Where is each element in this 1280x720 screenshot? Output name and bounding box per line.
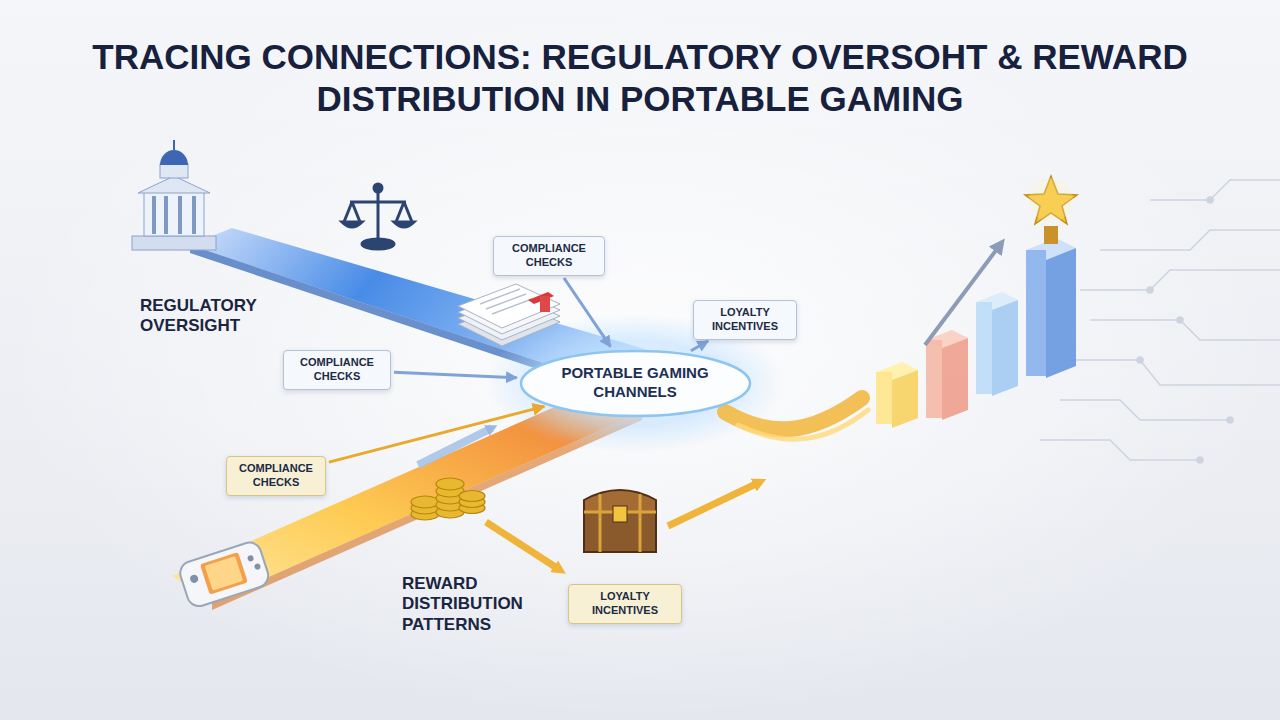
handheld-console bbox=[189, 574, 199, 584]
handheld-console bbox=[247, 555, 255, 563]
handheld-console bbox=[205, 556, 243, 591]
connector-arrow bbox=[394, 372, 517, 377]
justice-scales bbox=[350, 201, 406, 204]
handheld-console bbox=[177, 539, 271, 609]
bar-chart bbox=[926, 340, 942, 418]
circuit-lines bbox=[1060, 400, 1230, 420]
circuit-lines bbox=[1090, 320, 1280, 340]
justice-scales bbox=[344, 202, 352, 222]
treasure-chest bbox=[613, 506, 627, 522]
box-text: COMPLIANCE CHECKS bbox=[290, 356, 384, 384]
coin-stacks bbox=[411, 496, 439, 508]
hub-ellipse: PORTABLE GAMING CHANNELS bbox=[519, 349, 752, 418]
justice-scales bbox=[342, 184, 414, 249]
document-stack bbox=[486, 294, 526, 309]
flow-arrows bbox=[668, 482, 760, 526]
bar-chart bbox=[976, 302, 992, 394]
diagram-title: TRACING CONNECTIONS: REGULATORY OVERSOHT… bbox=[50, 36, 1230, 120]
government-building bbox=[138, 176, 210, 193]
justice-scales bbox=[374, 184, 382, 192]
bar-chart bbox=[1044, 226, 1058, 244]
circuit-lines bbox=[1070, 360, 1280, 385]
treasure-chest bbox=[599, 494, 602, 552]
coin-stacks bbox=[411, 478, 485, 520]
box-text: LOYALTY INCENTIVES bbox=[575, 590, 675, 618]
circuit-lines bbox=[1040, 180, 1280, 463]
bar-chart bbox=[876, 372, 892, 424]
growth-arrow bbox=[925, 245, 1000, 345]
circuit-lines bbox=[1080, 270, 1280, 290]
handheld-console bbox=[254, 563, 262, 571]
process-box: COMPLIANCE CHECKS bbox=[493, 236, 605, 276]
flow-arrows bbox=[418, 428, 760, 570]
document-stack bbox=[458, 284, 560, 346]
box-text: COMPLIANCE CHECKS bbox=[500, 242, 598, 270]
government-building bbox=[132, 236, 216, 250]
government-building bbox=[152, 196, 156, 234]
bar-chart bbox=[1025, 176, 1077, 224]
justice-scales bbox=[362, 239, 394, 249]
flow-arrows bbox=[486, 522, 560, 570]
circuit-lines bbox=[1137, 357, 1143, 363]
handheld-console bbox=[177, 539, 271, 609]
hub-text: PORTABLE GAMING CHANNELS bbox=[560, 364, 710, 402]
circuit-lines bbox=[1100, 230, 1280, 250]
document-stack bbox=[480, 289, 520, 304]
government-building bbox=[192, 196, 196, 234]
flow-arrows bbox=[418, 428, 492, 465]
government-building bbox=[144, 192, 204, 236]
connector-arrow bbox=[691, 341, 708, 351]
bar-chart bbox=[992, 300, 1018, 396]
box-text: COMPLIANCE CHECKS bbox=[233, 462, 319, 490]
bar-chart bbox=[1046, 248, 1076, 378]
circuit-lines bbox=[1147, 287, 1153, 293]
circuit-lines bbox=[1227, 417, 1233, 423]
government-building bbox=[164, 196, 168, 234]
circuit-lines bbox=[1150, 180, 1280, 200]
government-building bbox=[160, 150, 188, 165]
coin-stacks bbox=[436, 478, 464, 490]
justice-scales bbox=[404, 202, 412, 222]
government-building bbox=[160, 164, 188, 178]
section-label: REWARD DISTRIBUTION PATTERNS bbox=[402, 574, 562, 635]
justice-scales bbox=[342, 222, 362, 227]
incentive-box: COMPLIANCE CHECKS bbox=[226, 456, 326, 496]
treasure-chest bbox=[639, 494, 642, 552]
bar-chart bbox=[1026, 250, 1046, 376]
government-building bbox=[132, 140, 216, 250]
coin-stacks bbox=[459, 491, 485, 502]
connector-arrow bbox=[564, 278, 611, 347]
document-stack bbox=[540, 296, 550, 312]
handheld-console bbox=[200, 552, 248, 595]
circuit-lines bbox=[1040, 440, 1200, 460]
box-text: LOYALTY INCENTIVES bbox=[700, 306, 790, 334]
reward-flow bbox=[738, 410, 868, 439]
connector-arrow bbox=[329, 406, 544, 462]
government-building bbox=[173, 140, 175, 150]
justice-scales bbox=[352, 202, 360, 222]
document-stack bbox=[492, 299, 532, 314]
incentive-box: LOYALTY INCENTIVES bbox=[568, 584, 682, 624]
process-box: LOYALTY INCENTIVES bbox=[693, 300, 797, 340]
bar-chart bbox=[892, 370, 918, 428]
handheld-console bbox=[177, 539, 271, 609]
document-stack bbox=[458, 284, 560, 328]
bar-chart bbox=[1029, 178, 1073, 222]
section-label: REGULATORY OVERSIGHT bbox=[140, 296, 305, 337]
circuit-lines bbox=[1177, 317, 1183, 323]
justice-scales bbox=[394, 222, 414, 227]
hub-outline bbox=[521, 351, 750, 416]
bar-chart bbox=[876, 176, 1077, 428]
bar-chart bbox=[942, 338, 968, 420]
circuit-lines bbox=[1197, 457, 1203, 463]
process-box: COMPLIANCE CHECKS bbox=[283, 350, 391, 390]
government-building bbox=[178, 196, 182, 234]
circuit-lines bbox=[1207, 197, 1213, 203]
justice-scales bbox=[396, 202, 404, 222]
justice-scales bbox=[377, 190, 380, 240]
treasure-chest bbox=[584, 490, 656, 552]
